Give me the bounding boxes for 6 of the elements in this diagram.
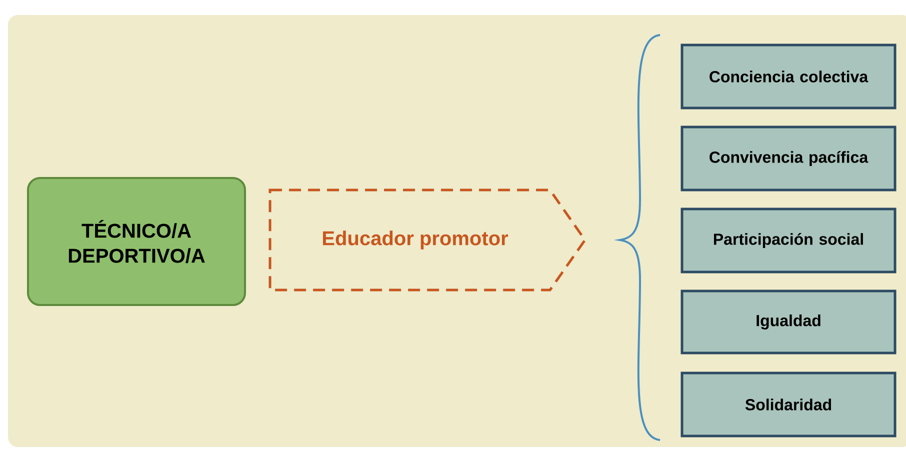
value-box: Solidaridad: [680, 372, 896, 438]
value-box: Igualdad: [680, 290, 896, 354]
value-box: Conciencia colectiva: [680, 44, 896, 110]
value-box: Participación social: [680, 208, 896, 274]
role-box: TÉCNICO/A DEPORTIVO/A: [27, 177, 246, 306]
value-box: Convivencia pacífica: [680, 126, 896, 192]
